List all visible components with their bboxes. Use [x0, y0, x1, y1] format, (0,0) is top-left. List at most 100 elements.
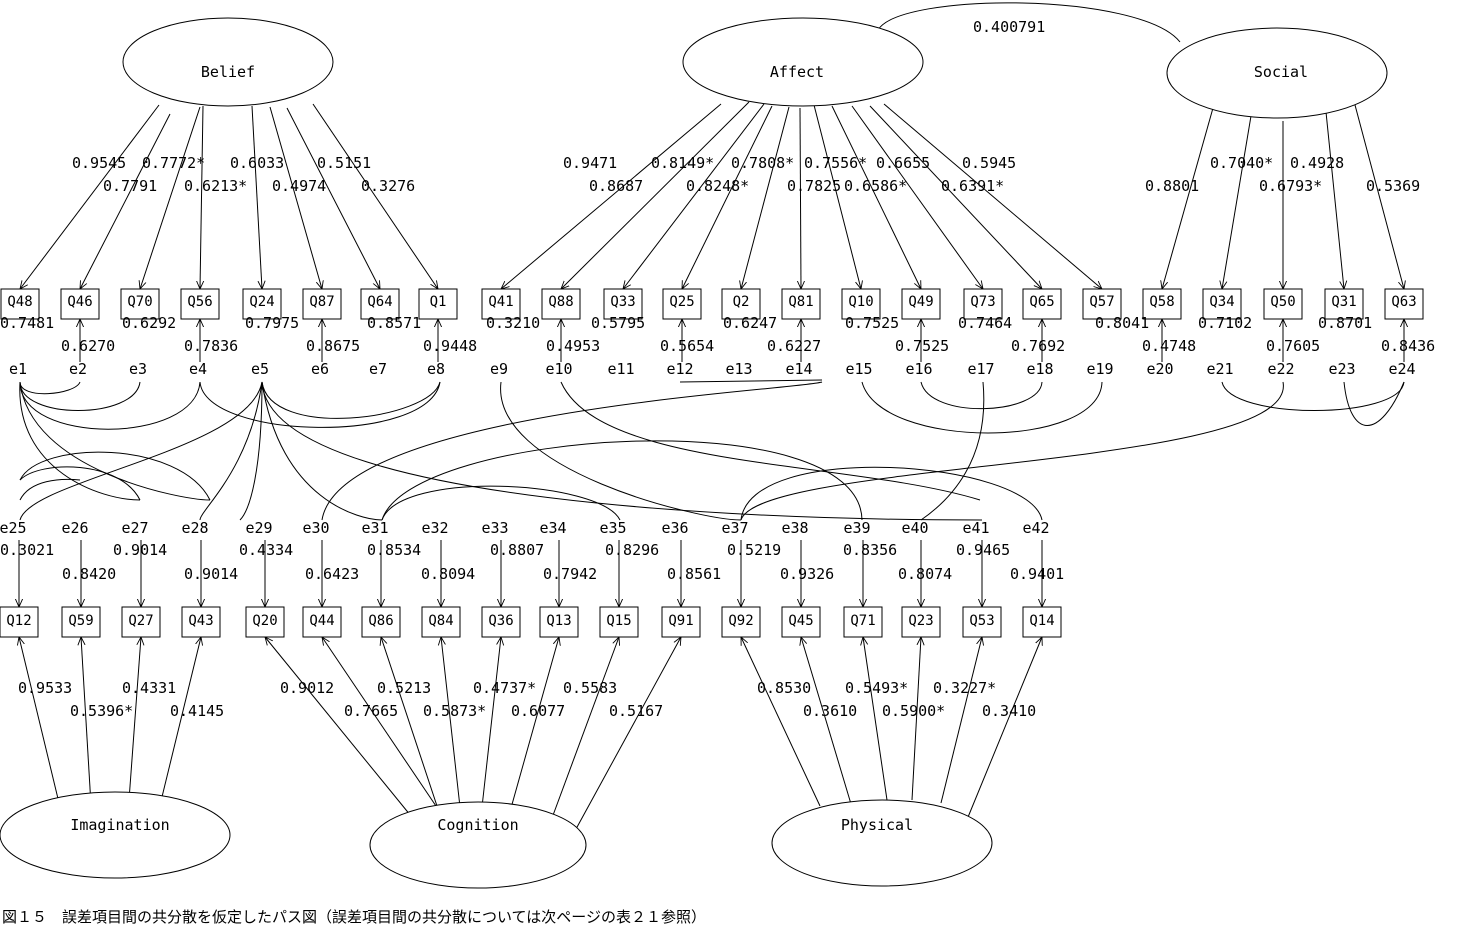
item-label: Q2	[733, 294, 750, 310]
error-covariance-curve	[381, 485, 621, 521]
error-term: e20	[1146, 360, 1173, 378]
error-covariance-curve	[560, 381, 981, 501]
item-label: Q86	[368, 613, 393, 629]
error-term: e24	[1388, 360, 1415, 378]
error-covariance-curve	[19, 381, 81, 395]
item-label: Q58	[1149, 294, 1174, 310]
item-label: Q46	[67, 294, 92, 310]
factor-label: Physical	[841, 816, 913, 834]
item-label: Q64	[367, 294, 392, 310]
loading-coef: 0.7772*	[142, 154, 205, 172]
item-label: Q63	[1391, 294, 1416, 310]
item-r2: 0.7464	[958, 314, 1012, 332]
item-r2: 0.5795	[591, 314, 645, 332]
error-term: e30	[302, 519, 329, 537]
error-coef: 0.8675	[306, 337, 360, 355]
loading-arrow	[561, 101, 750, 289]
loading-arrow	[160, 637, 201, 802]
error-covariance-curve	[19, 466, 141, 501]
factor-label: Imagination	[70, 816, 169, 834]
loading-coef: 0.4974	[272, 177, 326, 195]
item-r2: 0.8571	[367, 314, 421, 332]
item-label: Q1	[430, 294, 447, 310]
item-q91: Q91	[661, 606, 701, 638]
loading-arrow	[863, 637, 888, 801]
error-coef: 0.5654	[660, 337, 714, 355]
error-term: e11	[607, 360, 634, 378]
loading-coef: 0.3227*	[933, 679, 996, 697]
item-q27: Q27	[121, 606, 161, 638]
loading-coef: 0.3276	[361, 177, 415, 195]
error-covariance-curve	[381, 440, 863, 521]
item-label: Q13	[546, 613, 571, 629]
item-label: Q34	[1209, 294, 1234, 310]
error-coef: 0.4334	[239, 541, 293, 559]
item-q64: Q64	[360, 288, 400, 320]
error-term: e14	[785, 360, 812, 378]
item-q46: Q46	[60, 288, 100, 320]
factor-physical: Physical	[771, 799, 993, 887]
loading-coef: 0.6655	[876, 154, 930, 172]
item-q44: Q44	[302, 606, 342, 638]
error-covariance-curve	[1343, 381, 1405, 426]
loading-arrow	[682, 105, 773, 289]
error-term: e18	[1026, 360, 1053, 378]
error-covariance-curve	[19, 381, 141, 501]
loading-coef: 0.7556*	[804, 154, 867, 172]
loading-arrow	[265, 637, 412, 817]
error-coef: 0.8436	[1381, 337, 1435, 355]
error-coef: 0.4953	[546, 337, 600, 355]
error-coef: 0.7692	[1011, 337, 1065, 355]
item-label: Q27	[128, 613, 153, 629]
item-label: Q73	[970, 294, 995, 310]
item-r2: 0.3210	[486, 314, 540, 332]
loading-coef: 0.8801	[1145, 177, 1199, 195]
loading-coef: 0.5167	[609, 702, 663, 720]
loading-coef: 0.7825	[787, 177, 841, 195]
item-q84: Q84	[421, 606, 461, 638]
item-q53: Q53	[962, 606, 1002, 638]
loading-arrow	[883, 103, 1102, 289]
item-q86: Q86	[361, 606, 401, 638]
item-q65: Q65	[1022, 288, 1062, 320]
item-r2: 0.6247	[723, 314, 777, 332]
error-coef: 0.9014	[113, 541, 167, 559]
error-term: e26	[61, 519, 88, 537]
loading-arrow	[741, 106, 790, 289]
error-covariance-curve	[19, 381, 141, 411]
item-label: Q70	[127, 294, 152, 310]
error-term: e16	[905, 360, 932, 378]
error-coef: 0.6270	[61, 337, 115, 355]
item-q36: Q36	[481, 606, 521, 638]
error-term: e17	[967, 360, 994, 378]
factor-covariance-value: 0.400791	[973, 18, 1045, 36]
loading-coef: 0.7808*	[731, 154, 794, 172]
error-term: e41	[962, 519, 989, 537]
loading-arrow	[851, 105, 983, 289]
error-coef: 0.9465	[956, 541, 1010, 559]
error-term: e15	[845, 360, 872, 378]
item-label: Q59	[68, 613, 93, 629]
loading-arrow	[800, 107, 801, 289]
loading-coef: 0.6033	[230, 154, 284, 172]
factor-label: Cognition	[437, 816, 518, 834]
item-q49: Q49	[901, 288, 941, 320]
error-coef: 0.9326	[780, 565, 834, 583]
item-label: Q65	[1029, 294, 1054, 310]
loading-arrow	[1162, 107, 1214, 289]
item-q48: Q48	[0, 288, 40, 320]
error-covariance-curve	[199, 381, 263, 521]
loading-coef: 0.8687	[589, 177, 643, 195]
error-term: e13	[725, 360, 752, 378]
error-coef: 0.9014	[184, 565, 238, 583]
loading-arrow	[381, 637, 439, 810]
item-label: Q15	[606, 613, 631, 629]
item-q41: Q41	[481, 288, 521, 320]
error-coef: 0.6423	[305, 565, 359, 583]
item-label: Q50	[1270, 294, 1295, 310]
error-term: e5	[251, 360, 269, 378]
error-covariance-curve	[861, 381, 1103, 434]
error-coef: 0.8420	[62, 565, 116, 583]
item-r2: 0.8041	[1095, 314, 1149, 332]
